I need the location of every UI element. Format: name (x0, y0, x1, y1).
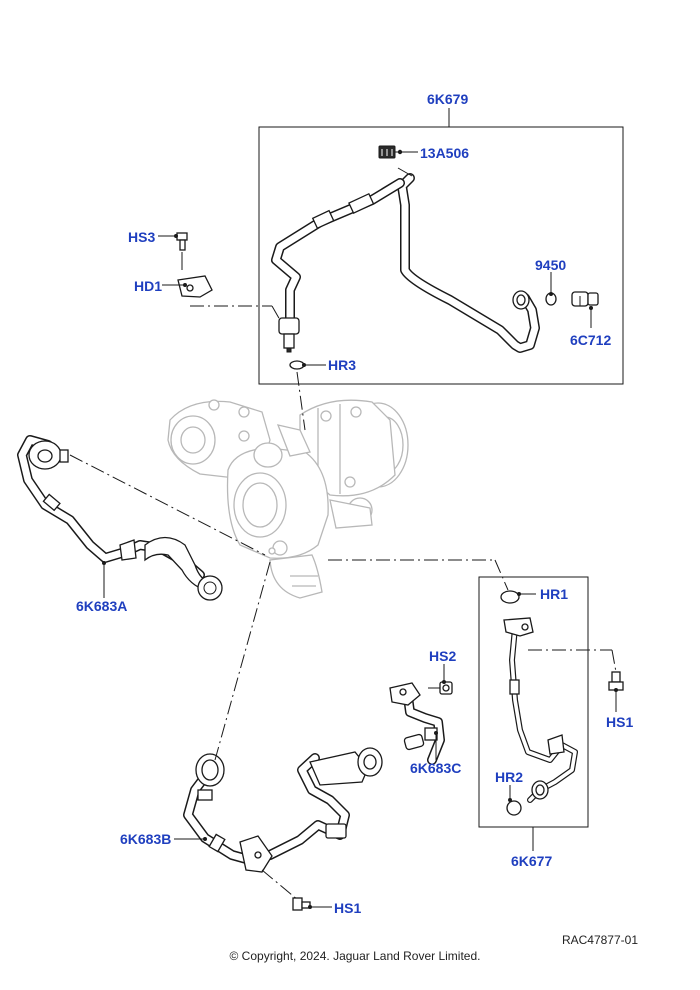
label-6c712: 6C712 (570, 332, 611, 348)
label-13a506: 13A506 (420, 145, 469, 161)
pipe-6k683c (389, 682, 445, 765)
bolt-hs1-bottom (261, 869, 332, 911)
label-hr3: HR3 (328, 357, 356, 373)
label-hd1: HD1 (134, 278, 162, 294)
turbocharger-ghost (167, 399, 409, 599)
label-hs3: HS3 (128, 229, 155, 245)
bolt-hs3 (158, 232, 188, 270)
label-hs2: HS2 (429, 648, 456, 664)
label-hr2: HR2 (495, 769, 523, 785)
label-6k679: 6K679 (427, 91, 468, 107)
bolt-hs1-right (608, 671, 624, 712)
label-6k683b: 6K683B (120, 831, 171, 847)
washer-hr1 (500, 590, 536, 604)
drawing-reference: RAC47877-01 (562, 933, 638, 947)
kit-box-upper (258, 126, 624, 385)
washer-9450 (545, 272, 557, 306)
oil-feed-pipe-upper (271, 167, 540, 353)
clip-13a506 (378, 145, 418, 159)
label-hs1-right: HS1 (606, 714, 633, 730)
pipe-6k683b (174, 747, 383, 873)
bolt-hs2 (428, 664, 453, 695)
washer-hr2 (506, 785, 522, 816)
label-6k683c: 6K683C (410, 760, 461, 776)
copyright-notice: © Copyright, 2024. Jaguar Land Rover Lim… (230, 949, 481, 963)
label-hr1: HR1 (540, 586, 568, 602)
label-6k677: 6K677 (511, 853, 552, 869)
pipe-6k683a (17, 435, 223, 601)
bracket-hd1 (162, 275, 213, 298)
label-6k683a: 6K683A (76, 598, 127, 614)
fitting-6c712 (571, 291, 599, 328)
pipe-6k677 (503, 617, 578, 803)
label-hs1-bottom: HS1 (334, 900, 361, 916)
label-9450: 9450 (535, 257, 566, 273)
washer-hr3 (289, 360, 326, 370)
